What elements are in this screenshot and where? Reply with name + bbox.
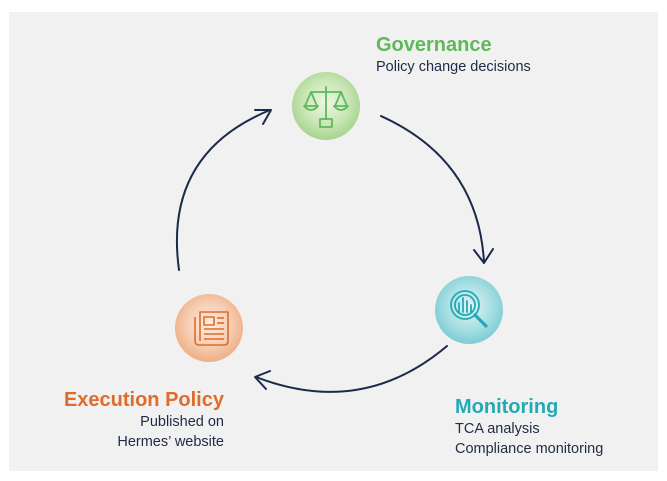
arrowhead-monitoring — [473, 248, 494, 264]
execution-label: Execution Policy Published on Hermes’ we… — [0, 388, 224, 452]
governance-node — [292, 72, 360, 140]
execution-title: Execution Policy — [63, 389, 224, 411]
arrowhead-governance — [254, 109, 272, 125]
monitoring-line-2: Compliance monitoring — [455, 441, 604, 457]
arrow-monitoring-to-execution — [255, 345, 448, 393]
arrowhead-execution — [254, 370, 271, 390]
scales-icon — [303, 86, 349, 128]
document-icon — [194, 311, 229, 346]
governance-title: Governance — [376, 34, 492, 56]
governance-label: Governance Policy change decisions — [376, 33, 531, 77]
arrow-execution-to-governance — [175, 109, 271, 271]
monitoring-line-1: TCA analysis — [455, 421, 540, 437]
arrow-governance-to-monitoring — [380, 115, 485, 263]
execution-node — [175, 294, 243, 362]
magnifier-chart-icon — [450, 290, 488, 328]
monitoring-label: Monitoring TCA analysis Compliance monit… — [455, 395, 603, 459]
execution-line-2: Hermes’ website — [117, 434, 224, 450]
governance-line-1: Policy change decisions — [376, 59, 531, 75]
monitoring-title: Monitoring — [455, 396, 559, 418]
execution-line-1: Published on — [140, 414, 224, 430]
monitoring-node — [435, 276, 503, 344]
